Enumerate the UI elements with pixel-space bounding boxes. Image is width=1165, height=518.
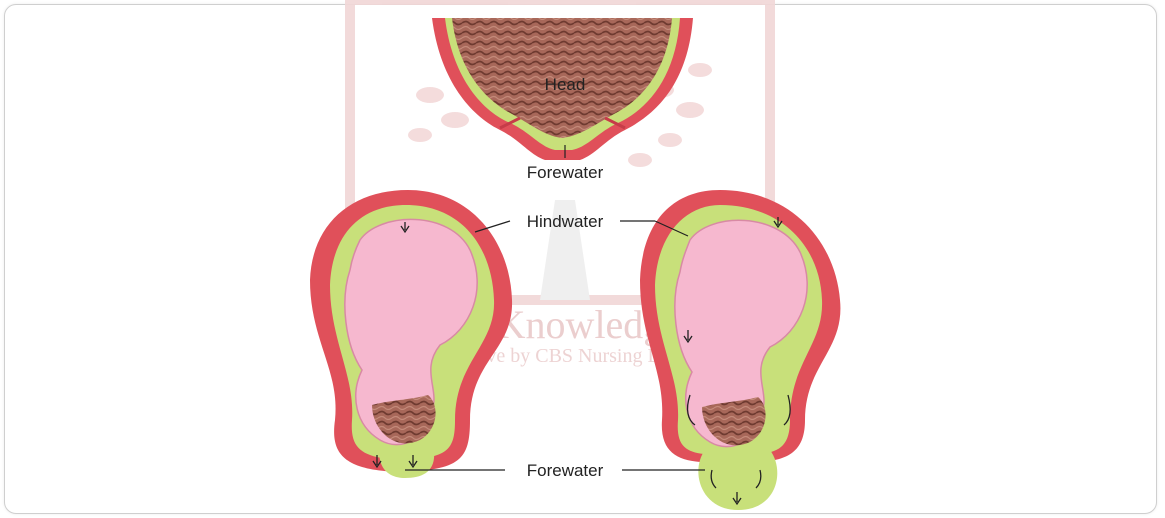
left-fetus-illustration [310,190,512,478]
hindwater-label: Hindwater [527,212,604,231]
forewater-bottom-label: Forewater [527,461,604,480]
forewater-top-label: Forewater [527,163,604,182]
top-head-illustration: Head Forewater [432,18,693,182]
right-fetus-illustration [640,190,840,510]
head-label: Head [545,75,586,94]
forewater-bulge-right [698,450,777,510]
forewater-left [379,440,434,478]
